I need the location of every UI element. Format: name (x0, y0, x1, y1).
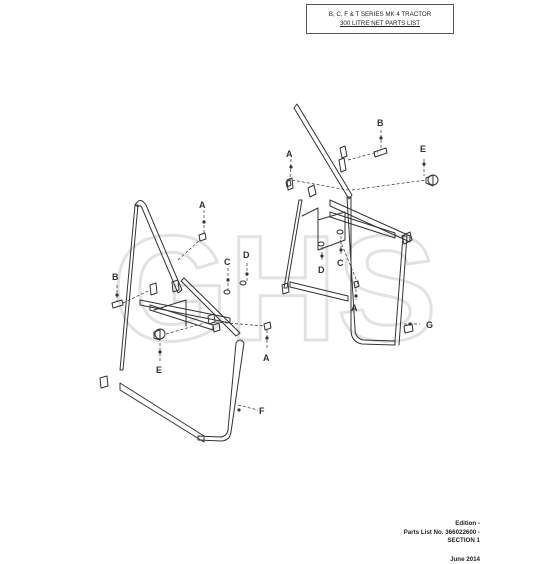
callout-a-left-upper: A (199, 200, 206, 210)
callout-e-upper-right: E (420, 144, 426, 154)
footer-section: SECTION 1 (404, 537, 480, 546)
callout-d-right: D (318, 265, 325, 275)
callout-c-left: C (224, 257, 231, 267)
callout-a-right-lower: A (351, 303, 358, 313)
callout-e-left: E (156, 365, 162, 375)
footer-block: Edition - Parts List No. 366022600 - SEC… (404, 520, 480, 564)
callout-a-left-lower: A (263, 353, 270, 363)
footer-parts-list: Parts List No. 366022600 - (404, 529, 480, 538)
watermark: GHS (112, 204, 437, 372)
callout-f: F (259, 406, 265, 416)
callout-b-upper-right: B (377, 118, 384, 128)
callout-g: G (426, 320, 433, 330)
callout-b-left: B (112, 272, 119, 282)
footer-edition: Edition - (404, 520, 480, 529)
callout-c-right: C (337, 258, 344, 268)
callout-d-left: D (243, 250, 250, 260)
callout-a-upper-right: A (286, 149, 293, 159)
